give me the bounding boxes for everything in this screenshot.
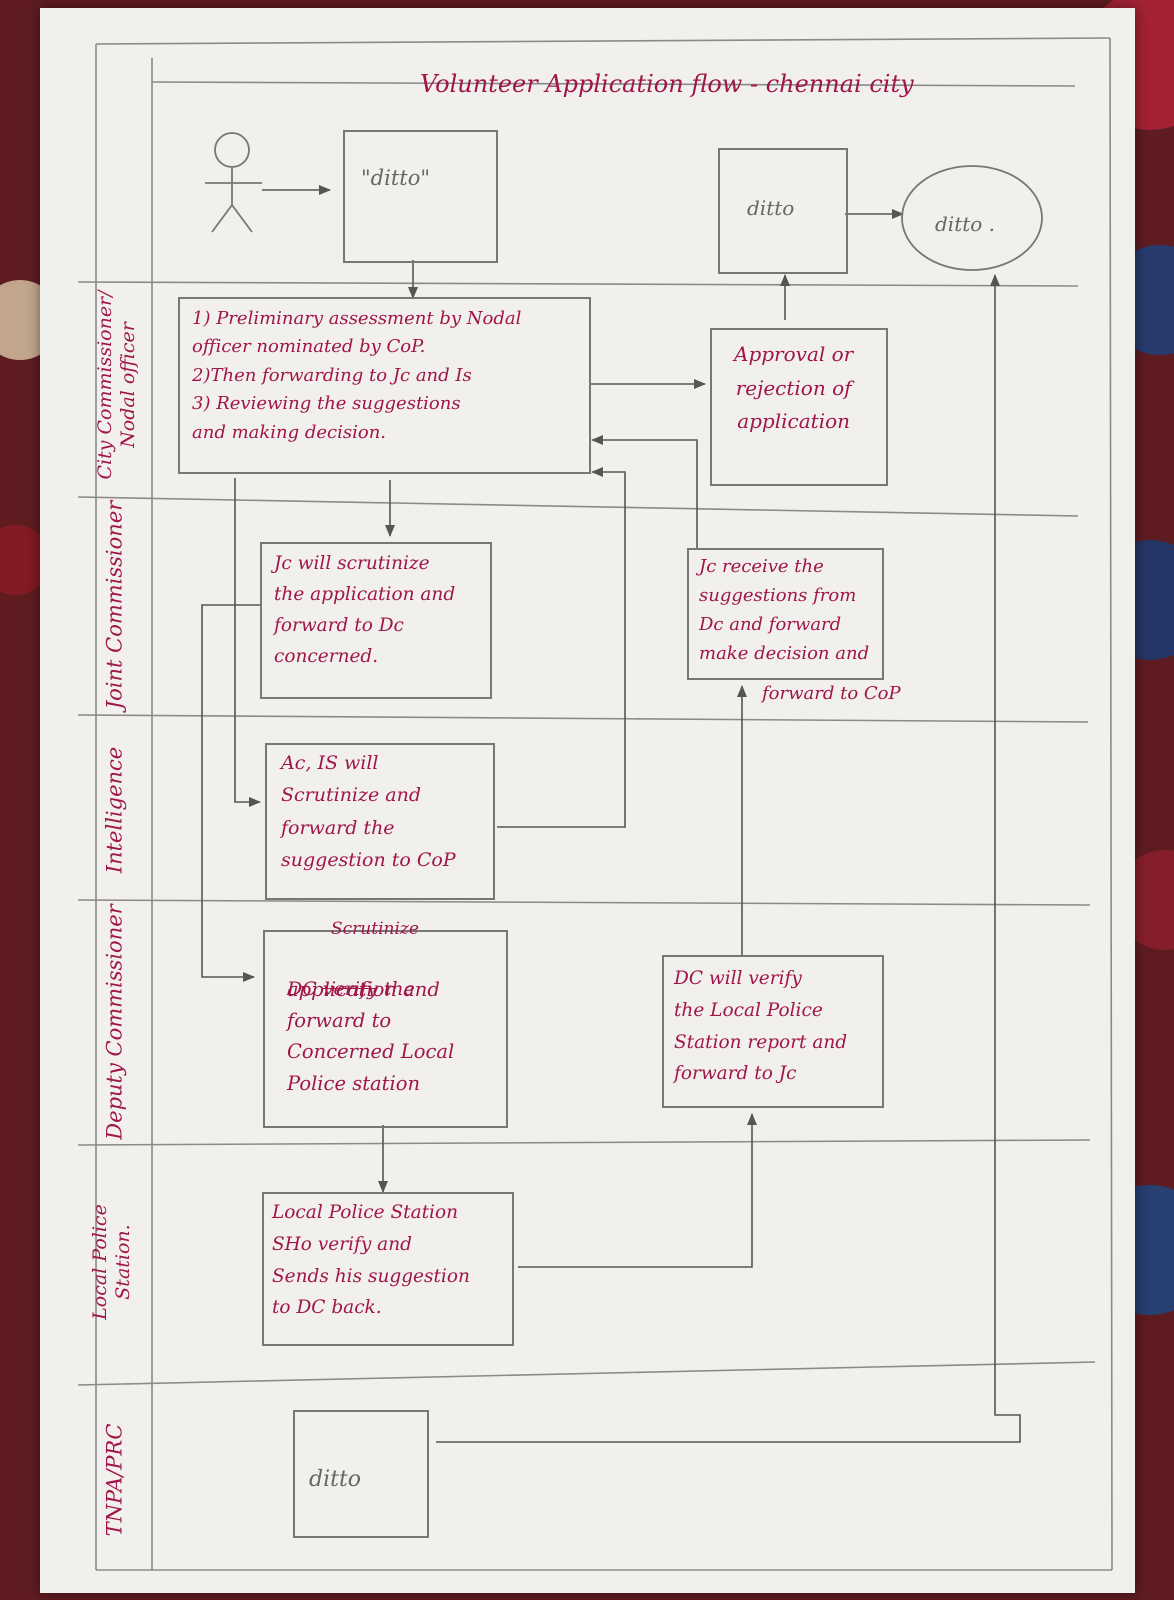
tnpa-ditto-box: ditto (293, 1410, 429, 1538)
lane-label-city-commissioner: City Commissioner/Nodal officer (94, 290, 139, 480)
lane-label-deputy-commissioner: Deputy Commissioner (102, 904, 127, 1140)
lane-label-tnpa: TNPA/PRC (102, 1423, 127, 1537)
step-ac-is-scrutinize: Ac, IS will Scrutinize and forward the s… (265, 743, 495, 900)
lane-label-intelligence: Intelligence (102, 746, 127, 874)
lane-grid (77, 37, 1113, 1571)
flow-arrows (201, 185, 1021, 1443)
start-ditto-box: "ditto" (343, 130, 498, 263)
diagram-title: Volunteer Application flow - chennai cit… (420, 70, 914, 98)
step-dc-verify: DC will verify the Local Police Station … (662, 955, 884, 1108)
step-dc-scrutinize: Scrutinize DC verify the application and… (263, 919, 508, 1128)
step-jc-scrutinize: Jc will scrutinize the application and f… (260, 542, 492, 699)
ditto-box: ditto (718, 148, 848, 274)
paper-sheet (40, 8, 1135, 1593)
step-approval-rejection: Approval or rejection of application (710, 328, 888, 486)
step-jc-receive: Jc receive the suggestions from Dc and f… (687, 548, 884, 680)
ditto-circle-label: ditto . (935, 212, 996, 236)
jc-receive-tail: forward to CoP (762, 683, 901, 704)
step-nodal-assessment: 1) Preliminary assessment by Nodal offic… (178, 297, 591, 474)
step-local-police-verify: Local Police Station SHo verify and Send… (262, 1192, 514, 1346)
ditto-circle-shape (901, 165, 1043, 271)
stick-figure (205, 132, 262, 233)
lane-label-joint-commissioner: Joint Commissioner (102, 500, 127, 710)
